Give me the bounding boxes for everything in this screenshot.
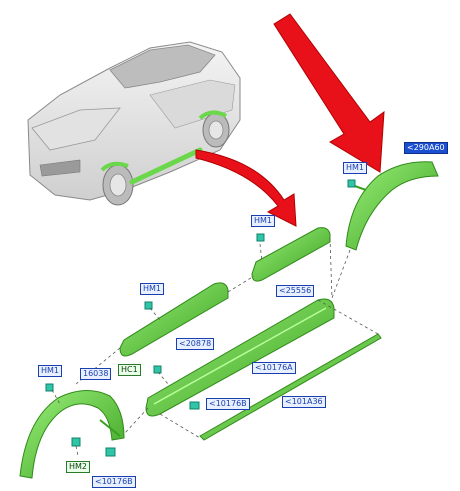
lower-strip-code-label: <101A36 [282,396,326,408]
hm1-upper-label: HM1 [251,215,276,227]
car-illustration [27,41,241,206]
upper-door-molding [251,227,331,282]
middle-clip-icon [144,301,153,310]
hc1-label: HC1 [118,364,141,376]
hm1-middle-label: HM1 [140,283,165,295]
rear-clip-icon [45,383,116,457]
front-arch-code-label: <290A60 [404,142,448,154]
hm1-front-label: HM1 [343,162,368,174]
hm2-label: HM2 [66,461,91,473]
front-wheel-arch [345,161,439,251]
sill-clip-icon [153,365,200,410]
middle-molding-code-label: <20878 [176,338,215,350]
rocker-sill [145,298,335,417]
hm1-rear-label: HM1 [38,365,63,377]
red-arrow-big [273,13,385,173]
rear-clip-code-label: <10176B [92,476,136,488]
upper-clip-icon [256,233,265,242]
rear-arch-code-label: 16038 [80,368,112,380]
lower-strip [199,333,382,441]
front-clip-icon [347,179,356,188]
sill-code-label: <10176A [252,362,296,374]
upper-molding-code-label: <25556 [276,285,315,297]
sill-clip-code-label: <10176B [206,398,250,410]
dashed-leader-lines [51,237,379,457]
red-arrow-curved [195,149,297,227]
rear-wheel-arch [19,390,125,479]
middle-door-molding [119,282,229,357]
